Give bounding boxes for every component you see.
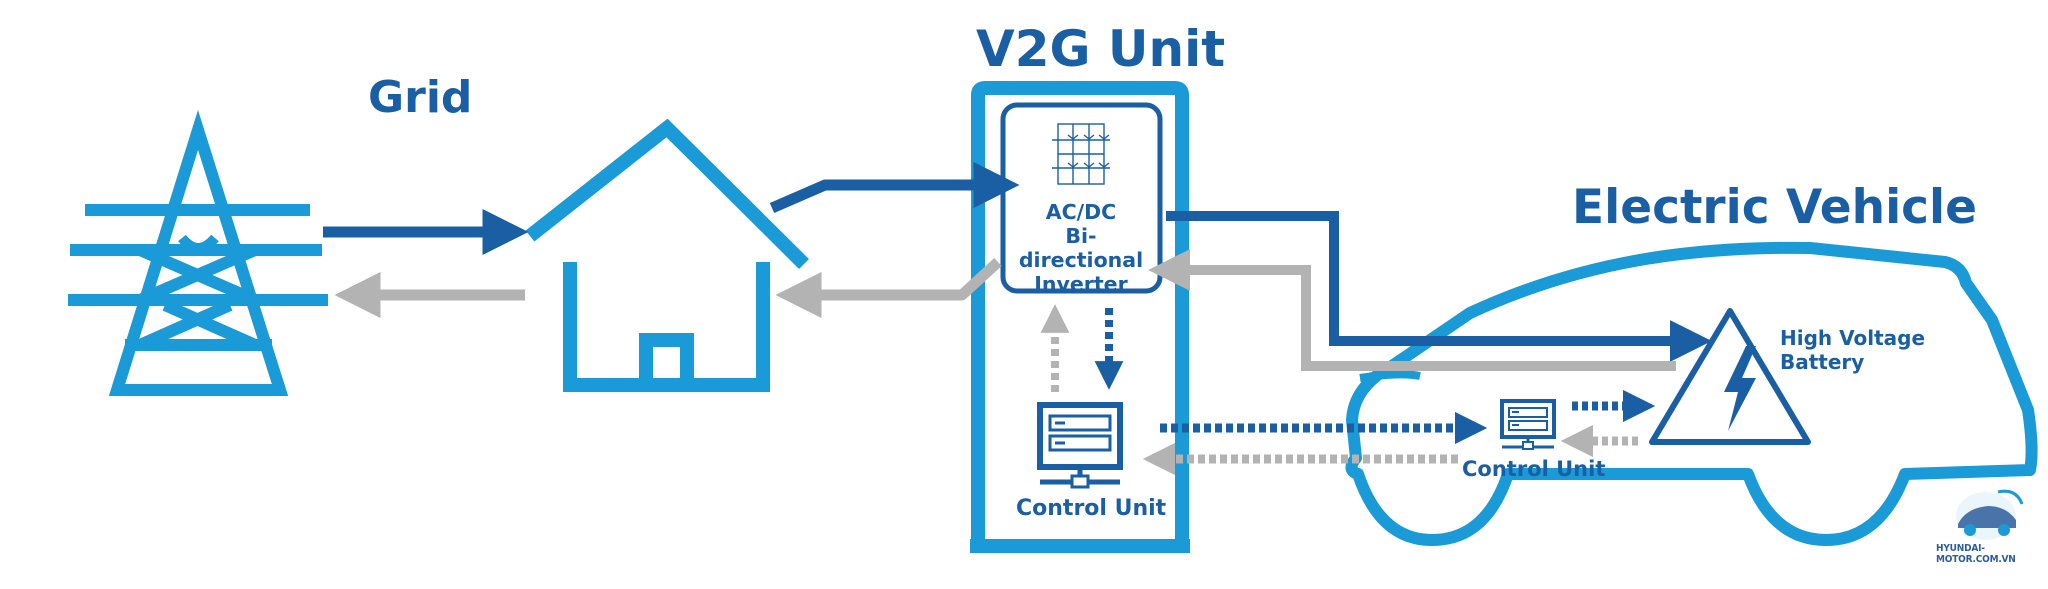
- watermark-text: HYUNDAI-MOTOR.COM.VN: [1936, 543, 2016, 565]
- car-window-line: [1359, 370, 1421, 382]
- battery-icon: [1649, 308, 1811, 445]
- battery-label-line1: High Voltage: [1780, 326, 1926, 350]
- car-outline-icon: [1345, 241, 2038, 546]
- lightning-icon: [1724, 346, 1756, 431]
- grid-title: Grid: [368, 72, 473, 123]
- inverter-label-line3: Inverter: [1034, 272, 1128, 296]
- house-icon: [525, 118, 809, 392]
- inverter-circuit-icon: [1052, 123, 1110, 185]
- inverter-label: AC/DC Bi-directional Inverter: [1006, 200, 1156, 296]
- battery-label-line2: Battery: [1780, 350, 1865, 374]
- inverter-label-line2: Bi-directional: [1018, 224, 1144, 272]
- pylon-cap-icon: [178, 234, 219, 253]
- v2g-unit-title: V2G Unit: [976, 20, 1226, 78]
- power-pylon-icon: [68, 109, 328, 396]
- arrow-inverter-to-house: [775, 257, 1002, 319]
- v2g-unit-cabinet: [970, 81, 1190, 553]
- electric-vehicle-title: Electric Vehicle: [1572, 180, 1978, 235]
- control-unit-ev-icon: [1500, 399, 1556, 450]
- arrow-house-to-inverter: [769, 161, 1020, 214]
- battery-label: High Voltage Battery: [1780, 326, 1925, 374]
- arrow-inverter-to-battery: [1166, 211, 1712, 362]
- arrow-battery-to-inverter: [1148, 249, 1676, 371]
- control-unit-ev-label: Control Unit: [1462, 457, 1606, 481]
- control-unit-v2g-label: Control Unit: [1016, 496, 1167, 521]
- control-unit-icon: [1037, 402, 1123, 489]
- inverter-label-line1: AC/DC: [1045, 200, 1117, 224]
- watermark-logo-icon: [1956, 489, 2024, 540]
